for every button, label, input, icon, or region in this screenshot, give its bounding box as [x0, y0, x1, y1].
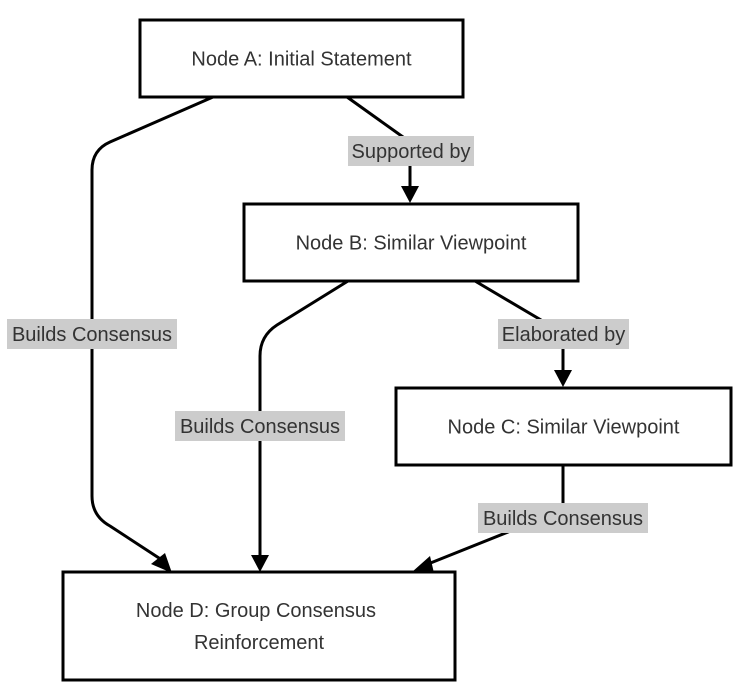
edge-b-to-d-line [258, 279, 349, 558]
node-d: Node D: Group Consensus Reinforcement [61, 570, 457, 682]
edge-label-supported-by-bg [348, 136, 474, 166]
node-a-label: Node A: Initial Statement [191, 49, 412, 71]
edge-a-to-b-arrowhead [401, 186, 419, 203]
node-c-box [394, 386, 733, 467]
edge-b-to-d [251, 279, 349, 572]
node-d-box [61, 570, 457, 682]
edge-b-to-c-arrowhead [554, 370, 572, 387]
edge-label-builds-consensus-a-text: Builds Consensus [12, 324, 172, 346]
edge-label-elaborated-by-text: Elaborated by [502, 324, 625, 346]
node-b-box [242, 202, 580, 283]
edge-b-to-d-arrowhead [251, 555, 269, 572]
edge-a-to-d-arrowhead [151, 553, 172, 573]
edge-label-builds-consensus-b-bg [175, 411, 345, 441]
node-a: Node A: Initial Statement [138, 18, 465, 99]
edge-label-builds-consensus-b-text: Builds Consensus [180, 416, 340, 438]
edge-label-builds-consensus-c-bg [478, 503, 648, 533]
node-d-label-line1: Node D: Group Consensus [136, 600, 376, 622]
edge-label-elaborated-by: Elaborated by [498, 319, 629, 349]
edge-label-builds-consensus-a-bg [7, 319, 177, 349]
edge-label-builds-consensus-c: Builds Consensus [478, 503, 648, 533]
edge-c-to-d-arrowhead [412, 556, 434, 573]
edge-label-builds-consensus-b: Builds Consensus [175, 411, 345, 441]
node-c-label: Node C: Similar Viewpoint [448, 417, 680, 439]
edge-label-elaborated-by-bg [498, 319, 629, 349]
node-b: Node B: Similar Viewpoint [242, 202, 580, 283]
edge-label-builds-consensus-a: Builds Consensus [7, 319, 177, 349]
node-b-label: Node B: Similar Viewpoint [296, 233, 527, 255]
edge-label-supported-by-text: Supported by [352, 141, 471, 163]
node-a-box [138, 18, 465, 99]
node-d-label-line2: Reinforcement [194, 632, 325, 654]
edge-label-builds-consensus-c-text: Builds Consensus [483, 508, 643, 530]
node-c: Node C: Similar Viewpoint [394, 386, 733, 467]
edge-label-supported-by: Supported by [348, 136, 474, 166]
